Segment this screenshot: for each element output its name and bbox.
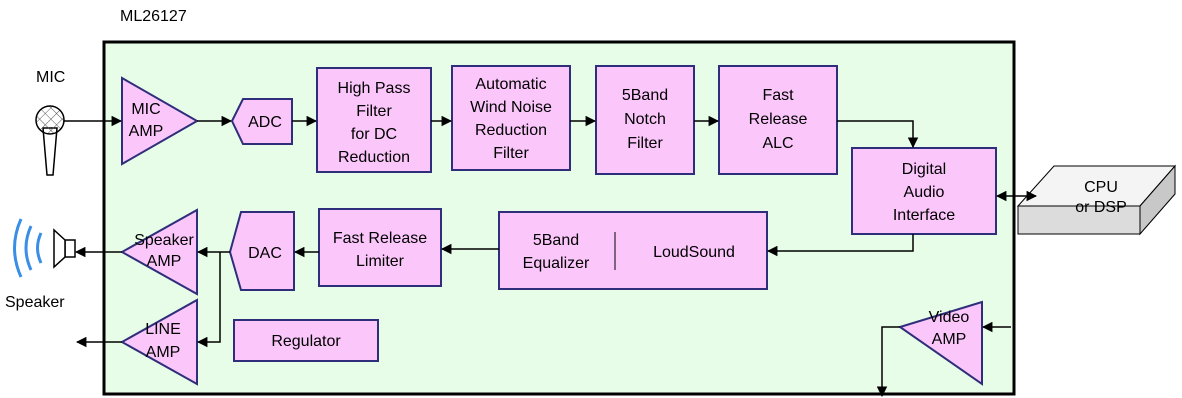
- mic-label: MIC: [36, 69, 65, 86]
- wind-noise-label-1: Automatic: [475, 76, 546, 93]
- hpf-label-1: High Pass: [338, 80, 411, 97]
- wind-noise-label-4: Filter: [493, 145, 529, 162]
- hpf-label-3: for DC: [351, 126, 397, 143]
- limiter-label-2: Limiter: [356, 253, 405, 270]
- limiter-block: Fast Release Limiter: [318, 208, 442, 287]
- regulator-block: Regulator: [233, 319, 379, 362]
- video-amp-block: Video AMP: [897, 300, 983, 386]
- notch-label-3: Filter: [627, 135, 663, 152]
- hpf-label-2: Filter: [356, 103, 392, 120]
- loudsound-label: LoudSound: [653, 244, 735, 261]
- line-amp-block: LINE AMP: [119, 298, 198, 386]
- signal-wires: [64, 115, 1038, 398]
- regulator-label: Regulator: [271, 333, 341, 350]
- notch-label-2: Notch: [624, 111, 666, 128]
- chip-name: ML26127: [120, 8, 187, 25]
- alc-label-2: Release: [749, 111, 808, 128]
- equalizer-label-2: Equalizer: [523, 255, 590, 272]
- mic-amp-label-1: MIC: [131, 101, 160, 118]
- dac-label: DAC: [248, 245, 282, 262]
- video-amp-label-2: AMP: [932, 331, 967, 348]
- wind-noise-block: Automatic Wind Noise Reduction Filter: [451, 65, 571, 171]
- digital-audio-interface-block: Digital Audio Interface: [851, 147, 997, 235]
- adc-label: ADC: [248, 114, 282, 131]
- alc-label-1: Fast: [762, 87, 794, 104]
- host-label-line1: CPU: [1084, 179, 1118, 196]
- speaker-icon: [13, 218, 76, 278]
- speaker-amp-label-2: AMP: [147, 253, 182, 270]
- notch-filter-block: 5Band Notch Filter: [595, 65, 695, 175]
- alc-label-3: ALC: [762, 135, 793, 152]
- alc-block: Fast Release ALC: [718, 65, 838, 175]
- adc-block: ADC: [230, 98, 293, 145]
- hpf-block: High Pass Filter for DC Reduction: [316, 67, 432, 173]
- equalizer-label-1: 5Band: [533, 232, 579, 249]
- dai-label-3: Interface: [893, 207, 955, 224]
- speaker-label: Speaker: [5, 294, 65, 311]
- wind-noise-label-2: Wind Noise: [470, 99, 552, 116]
- video-amp-label-1: Video: [929, 309, 970, 326]
- hpf-label-4: Reduction: [338, 149, 410, 166]
- equalizer-loudsound-block: 5Band Equalizer LoudSound: [498, 211, 768, 290]
- speaker-amp-label-1: Speaker: [134, 232, 194, 249]
- wind-noise-label-3: Reduction: [475, 122, 547, 139]
- dai-label-1: Digital: [902, 161, 946, 178]
- dac-block: DAC: [228, 211, 295, 291]
- mic-amp-label-2: AMP: [129, 123, 164, 140]
- dai-label-2: Audio: [904, 184, 945, 201]
- host-label-line2: or DSP: [1075, 199, 1127, 216]
- line-amp-label-1: LINE: [145, 321, 181, 338]
- limiter-label-1: Fast Release: [333, 230, 427, 247]
- host-device-icon: [1016, 164, 1177, 236]
- line-amp-label-2: AMP: [146, 344, 181, 361]
- notch-label-1: 5Band: [622, 87, 668, 104]
- microphone-icon: [35, 105, 65, 176]
